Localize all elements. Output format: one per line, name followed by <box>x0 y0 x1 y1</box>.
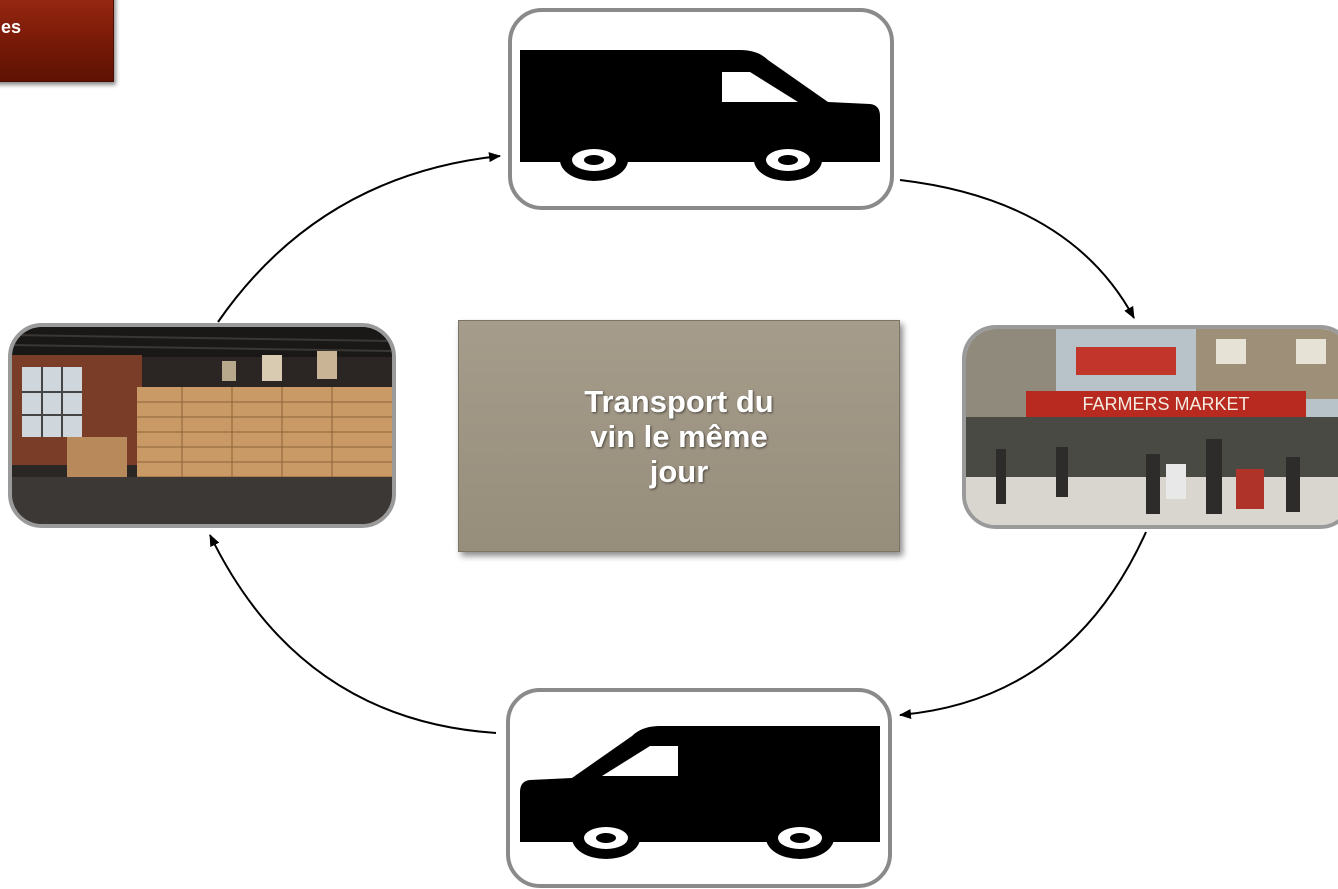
center-topic-box: Transport du vin le même jour <box>458 320 900 552</box>
market-sign-text: FARMERS MARKET <box>1082 394 1249 414</box>
node-bottom-delivery-van <box>506 688 892 888</box>
arrow-top-to-right <box>899 179 1135 319</box>
delivery-van-icon <box>520 726 880 859</box>
wine-store-photo <box>12 327 392 524</box>
arrow-right-to-bottom <box>899 531 1147 720</box>
corner-tag: es <box>0 0 114 82</box>
arrow-left-to-top <box>217 152 501 323</box>
node-left-wine-store <box>8 323 396 528</box>
node-top-delivery-van <box>508 8 894 210</box>
delivery-van-icon <box>520 50 880 181</box>
farmers-market-photo: FARMERS MARKET <box>966 329 1338 525</box>
arrow-bottom-to-left <box>209 534 497 734</box>
node-right-farmers-market: FARMERS MARKET <box>962 325 1338 529</box>
corner-tag-label: es <box>1 17 22 37</box>
center-topic-label: Transport du vin le même jour <box>584 383 774 489</box>
